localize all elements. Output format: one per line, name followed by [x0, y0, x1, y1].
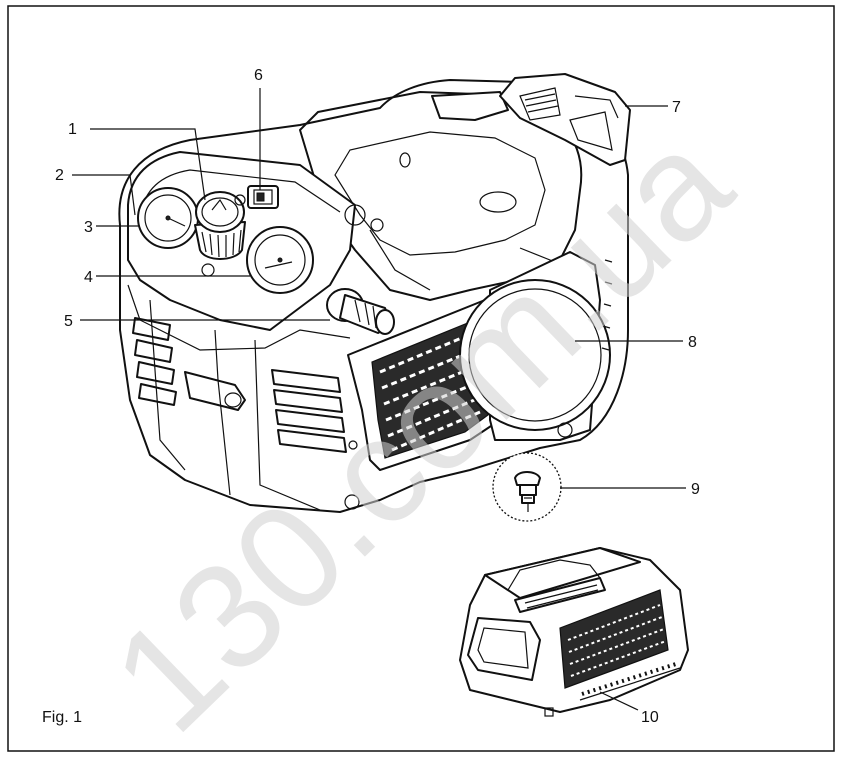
- side-vents-front: [271, 369, 347, 453]
- callout-1: 1: [68, 121, 77, 138]
- callout-6: 6: [254, 67, 263, 84]
- quick-coupler: [326, 288, 395, 335]
- compressor-illustration: [118, 73, 631, 522]
- callout-9: 9: [691, 481, 700, 498]
- gauge-right: [246, 226, 314, 294]
- callout-7: 7: [672, 99, 681, 116]
- drain-valve-detail: [492, 452, 562, 522]
- callout-5: 5: [64, 313, 73, 330]
- callout-labels: 1 2 3 4 5 6 7 8 9 10: [55, 67, 700, 726]
- power-switch: [247, 185, 279, 209]
- callout-leaders: [72, 88, 686, 711]
- round-cover: [459, 251, 611, 441]
- regulator-knob: [194, 191, 246, 260]
- callout-10: 10: [641, 709, 659, 726]
- callout-3: 3: [84, 219, 93, 236]
- callout-8: 8: [688, 334, 697, 351]
- charger-illustration: [459, 547, 689, 717]
- figure-caption: Fig. 1: [42, 709, 82, 726]
- callout-2: 2: [55, 167, 64, 184]
- gauge-left: [137, 187, 199, 249]
- battery-pack: [499, 73, 631, 166]
- callout-4: 4: [84, 269, 93, 286]
